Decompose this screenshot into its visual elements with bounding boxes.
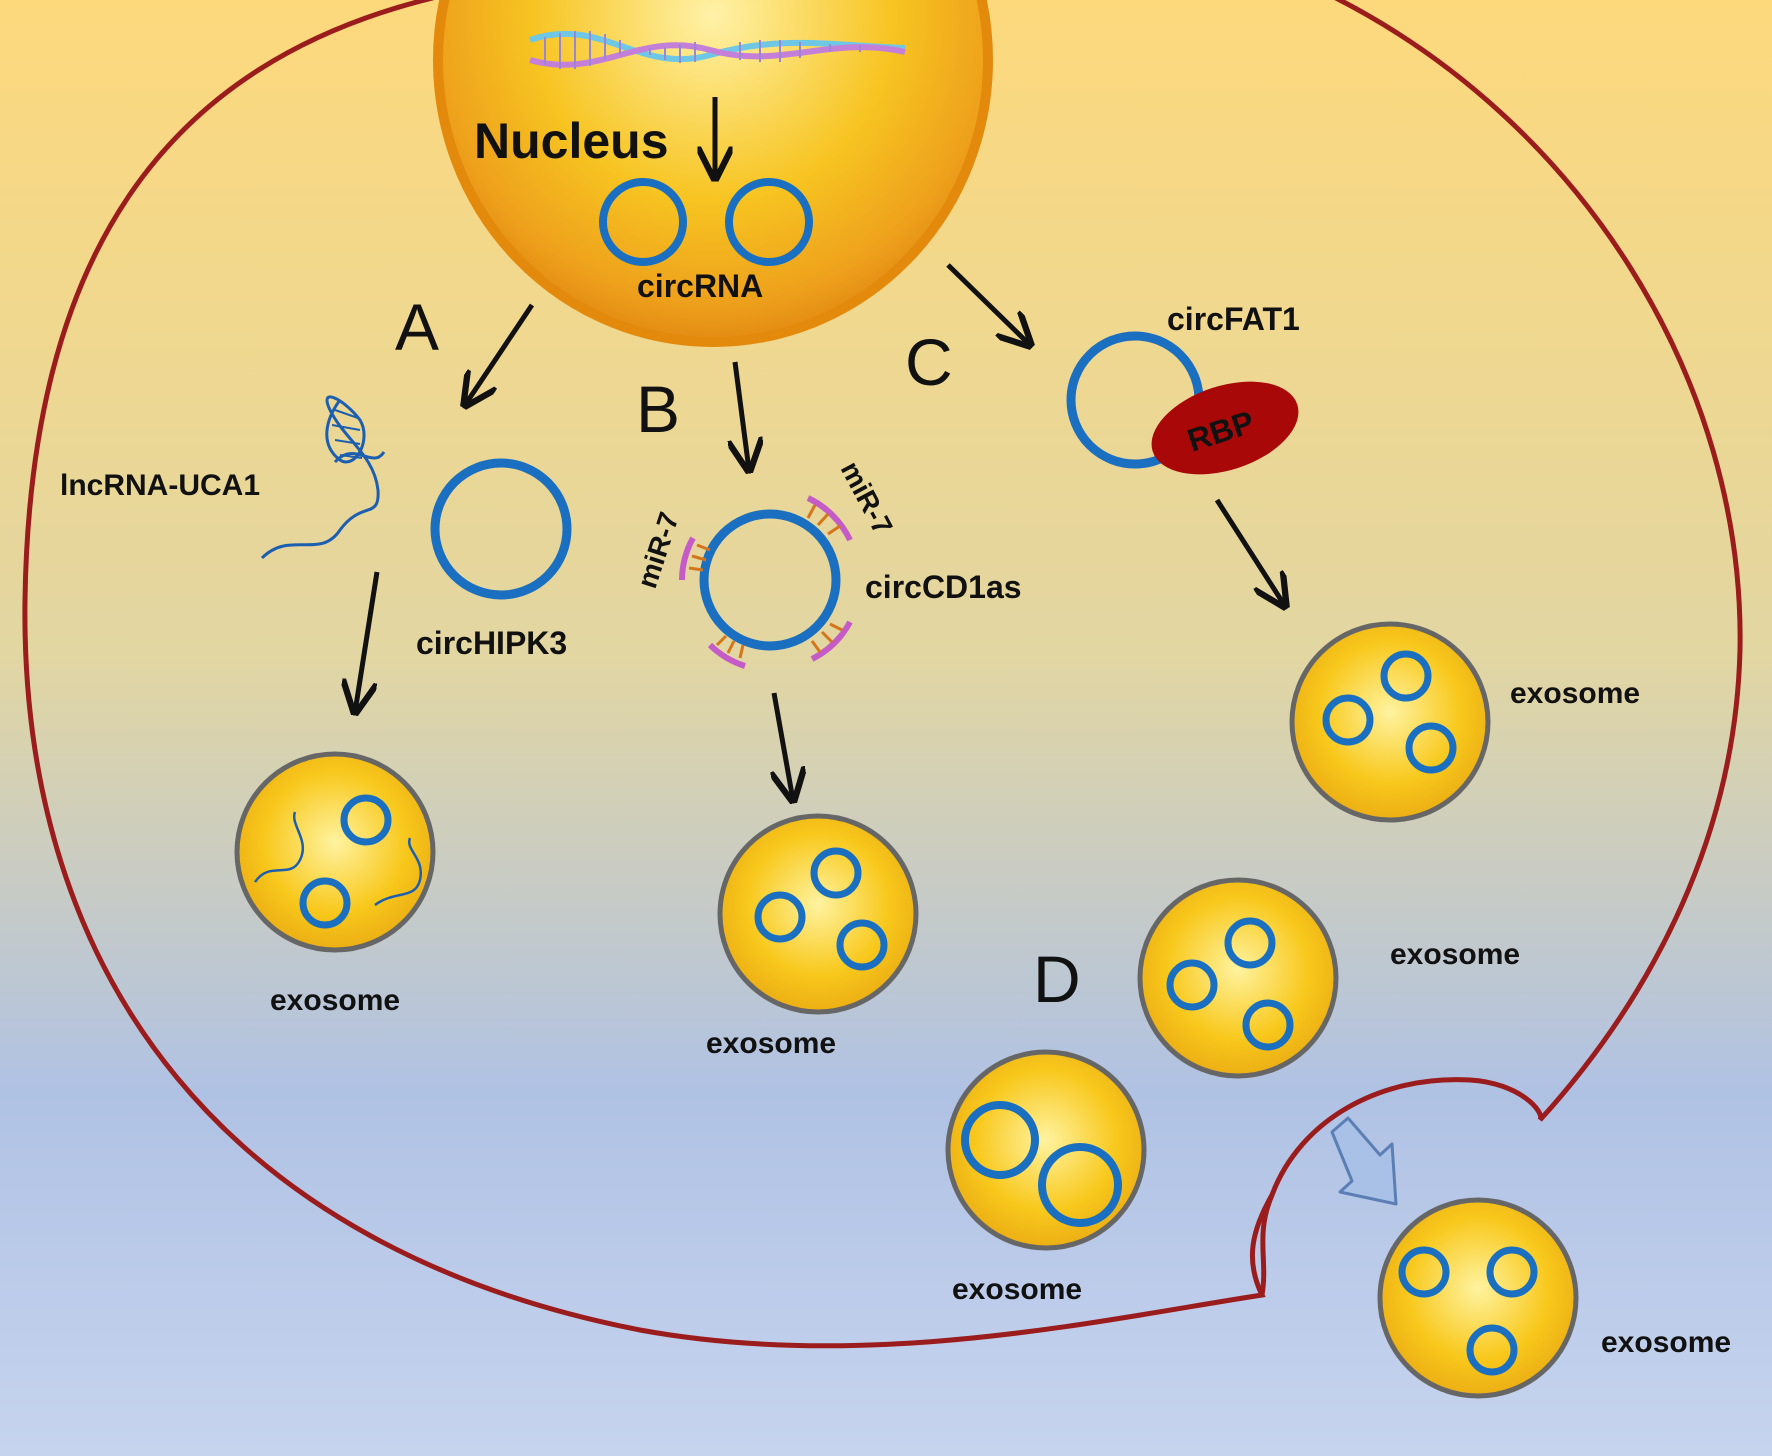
circcd1as-label: circCD1as bbox=[865, 569, 1022, 605]
exosome-d-lower-circ-1 bbox=[961, 1101, 1039, 1179]
circfat1-label: circFAT1 bbox=[1167, 301, 1300, 337]
arrow-a-to-exosome bbox=[355, 571, 380, 712]
exosome-d-released bbox=[1380, 1200, 1576, 1396]
exosome-d-released-circ-2 bbox=[1486, 1246, 1538, 1298]
exosome-b-label: exosome bbox=[706, 1027, 836, 1060]
arrow-nucleus-to-a bbox=[465, 303, 535, 405]
pathway-d: D exosome exosome exosome bbox=[948, 880, 1731, 1396]
nucleus: Nucleus circRNA bbox=[433, 0, 993, 347]
exosome-b-circ-1 bbox=[810, 847, 862, 899]
circcd1as-ring bbox=[699, 509, 841, 651]
circrna-ring-2 bbox=[725, 178, 813, 266]
exosome-d-upper-label: exosome bbox=[1390, 938, 1520, 971]
circhipk3-ring bbox=[430, 458, 572, 600]
exosome-a-lncrna-1 bbox=[253, 811, 304, 883]
exosome-c-label: exosome bbox=[1510, 677, 1640, 710]
circhipk3-label: circHIPK3 bbox=[416, 625, 567, 661]
exosome-a-circ-2 bbox=[299, 877, 351, 929]
circrna-label: circRNA bbox=[637, 268, 763, 304]
exosome-a bbox=[237, 754, 433, 950]
rbp-protein bbox=[1151, 381, 1299, 475]
cell-membrane bbox=[22, 0, 1743, 1349]
exosome-d-released-circ-1 bbox=[1398, 1246, 1450, 1298]
arrow-nucleus-to-c bbox=[946, 263, 1030, 345]
pathway-c-letter: C bbox=[905, 325, 953, 399]
membrane-bud-edge bbox=[1259, 1194, 1275, 1296]
exosome-d-upper-circ-2 bbox=[1166, 959, 1218, 1011]
nucleus-label: Nucleus bbox=[474, 113, 669, 169]
exosome-d-lower-label: exosome bbox=[952, 1273, 1082, 1306]
arrow-b-to-exosome bbox=[774, 692, 793, 800]
pathway-b-letter: B bbox=[636, 372, 680, 446]
exosome-a-label: exosome bbox=[270, 984, 400, 1017]
exosome-b-circ-3 bbox=[836, 919, 888, 971]
exosome-d-upper bbox=[1140, 880, 1336, 1076]
pathway-c: C circFAT1 RBP exosome bbox=[905, 263, 1640, 820]
mir7-binding-arcs bbox=[679, 495, 853, 669]
pathway-d-letter: D bbox=[1033, 942, 1081, 1016]
arrow-c-to-exosome bbox=[1214, 498, 1285, 606]
pathway-a-letter: A bbox=[395, 290, 439, 364]
release-arrow-icon bbox=[1330, 1116, 1398, 1206]
exosome-a-lncrna-2 bbox=[374, 837, 423, 907]
lncrna-uca1-label: lncRNA-UCA1 bbox=[60, 469, 260, 502]
exosome-d-upper-circ-1 bbox=[1224, 917, 1276, 969]
pathway-a: A lncRNA-UCA1 circHIPK3 exosome bbox=[60, 290, 572, 1017]
exosome-c-circ-1 bbox=[1380, 650, 1432, 702]
exosome-d-lower bbox=[948, 1052, 1144, 1248]
exosome-d-released-label: exosome bbox=[1601, 1326, 1731, 1359]
arrow-nucleus-to-b bbox=[735, 361, 749, 470]
exosome-c bbox=[1292, 624, 1488, 820]
exosome-a-circ-1 bbox=[340, 794, 392, 846]
circrna-ring-1 bbox=[599, 178, 687, 266]
lncrna-icon bbox=[260, 395, 386, 560]
dna-helix-icon bbox=[528, 30, 906, 69]
exosome-c-circ-3 bbox=[1405, 722, 1457, 774]
exosome-c-circ-2 bbox=[1322, 694, 1374, 746]
exosome-d-released-circ-3 bbox=[1466, 1324, 1518, 1376]
exosome-b bbox=[720, 816, 916, 1012]
exosome-d-upper-circ-3 bbox=[1242, 999, 1294, 1051]
exosome-d-lower-circ-2 bbox=[1038, 1143, 1122, 1227]
exosome-b-circ-2 bbox=[754, 891, 806, 943]
